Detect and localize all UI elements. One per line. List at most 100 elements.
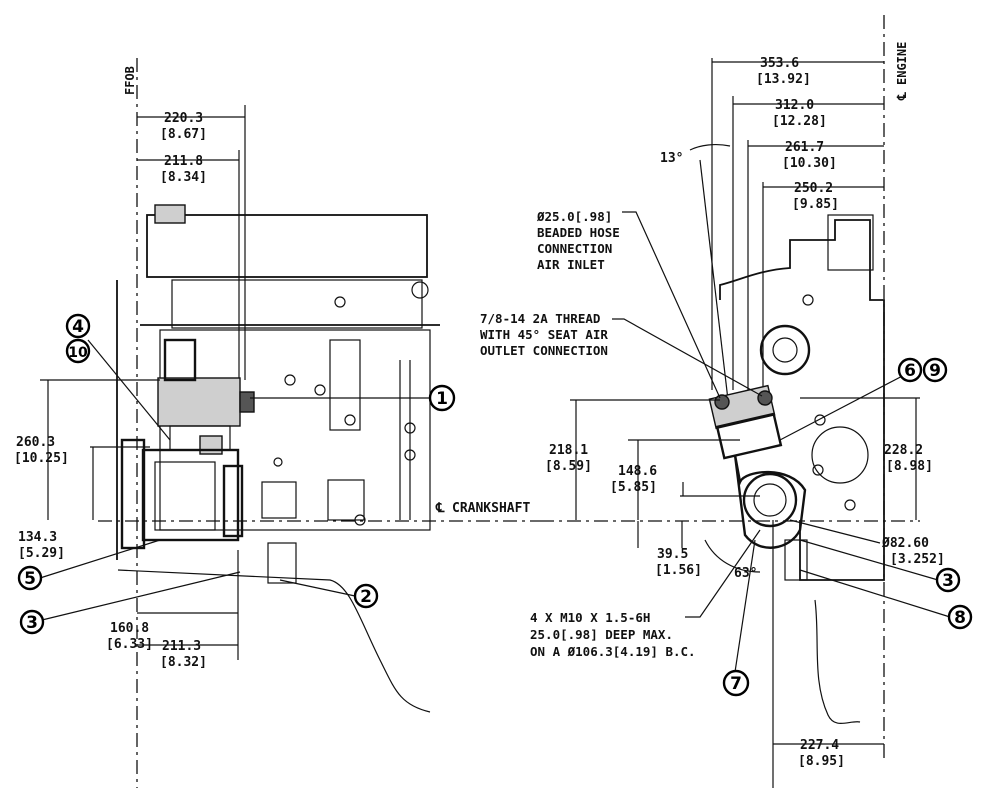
engine-label: ENGINE <box>895 42 909 85</box>
mount-foot <box>784 539 808 581</box>
balloon-5: 5 <box>17 565 43 591</box>
housing-inner <box>154 461 216 531</box>
leader <box>622 211 721 399</box>
crank-pulley <box>742 472 798 528</box>
leader <box>799 569 951 618</box>
svg-text:25.0[.98] DEEP MAX.: 25.0[.98] DEEP MAX. <box>530 627 673 642</box>
leader <box>87 339 171 441</box>
balloon-3: 3 <box>19 609 45 635</box>
svg-text:OUTLET CONNECTION: OUTLET CONNECTION <box>480 343 608 358</box>
flange <box>120 438 146 550</box>
dim-227-4-inch: [8.95] <box>798 754 845 769</box>
dim-353-6: 353.6 <box>760 56 799 71</box>
leader <box>279 579 356 597</box>
balloon-8: 8 <box>947 604 973 630</box>
angle-line <box>699 159 729 401</box>
svg-text:7: 7 <box>730 674 742 694</box>
note-air-inlet: Ø25.0[.98] BEADED HOSE CONNECTION AIR IN… <box>536 209 620 272</box>
breather-cap <box>154 204 186 224</box>
svg-text:2: 2 <box>360 587 372 607</box>
drive-flange <box>222 464 244 538</box>
bolt <box>814 414 826 426</box>
balloon-10: 10 <box>65 338 91 364</box>
valve-cover <box>171 279 423 329</box>
centerline-symbol: ℄ <box>435 501 445 516</box>
engine-block <box>159 329 431 531</box>
dim-228-2-inch: [8.98] <box>886 459 933 474</box>
bolt <box>273 457 283 467</box>
svg-text:7/8-14 2A THREAD: 7/8-14 2A THREAD <box>480 311 600 326</box>
upper-housing <box>827 214 874 271</box>
dim-134-3: 134.3 <box>18 530 57 545</box>
bolt <box>844 499 856 511</box>
fitting <box>199 435 223 455</box>
outlet-port <box>757 390 773 406</box>
svg-text:AIR INLET: AIR INLET <box>537 257 605 272</box>
right-view: ℄ ENGINE 353.6 [13.92] 312.0 [12.28] 261… <box>480 15 973 788</box>
svg-text:4: 4 <box>72 317 84 337</box>
note-mounting: 4 X M10 X 1.5-6H 25.0[.98] DEEP MAX. ON … <box>530 610 696 659</box>
crank-hub <box>753 483 787 517</box>
dim-160-8: 160.8 <box>110 621 149 636</box>
gear-cover <box>811 426 869 484</box>
bolt <box>812 464 824 476</box>
bracket-lower <box>327 479 365 521</box>
dim-218-1: 218.1 <box>549 443 588 458</box>
leader <box>39 539 161 579</box>
balloon-3-right: 3 <box>935 567 961 593</box>
inlet-port <box>714 394 730 410</box>
balloon-2: 2 <box>353 583 379 609</box>
centerline-symbol: ℄ <box>895 92 909 101</box>
oil-pan <box>814 599 861 724</box>
angle-13: 13° <box>660 151 683 166</box>
dim-228-2: 228.2 <box>884 443 923 458</box>
svg-text:WITH 45° SEAT AIR: WITH 45° SEAT AIR <box>480 327 608 342</box>
oil-pan <box>117 569 431 713</box>
compressor-head <box>157 377 241 427</box>
engine-front <box>719 219 885 581</box>
gear-housing <box>141 448 240 542</box>
dim-211-3: 211.3 <box>162 639 201 654</box>
dim-353-6-inch: [13.92] <box>756 72 811 87</box>
leader <box>612 318 763 397</box>
dim-260-3-inch: [10.25] <box>14 451 69 466</box>
bracket <box>329 339 361 431</box>
svg-text:BEADED HOSE: BEADED HOSE <box>537 225 620 240</box>
dim-312-0-inch: [12.28] <box>772 114 827 129</box>
note-air-outlet: 7/8-14 2A THREAD WITH 45° SEAT AIR OUTLE… <box>480 311 608 358</box>
left-view: FFOB 220.3 [8.67] 211.8 [8.34] <box>14 58 540 788</box>
outlet-port <box>239 391 255 413</box>
svg-text:10: 10 <box>68 345 88 361</box>
leader <box>779 371 911 441</box>
balloon-6: 6 <box>897 357 923 383</box>
boss-inner <box>772 337 798 363</box>
leader <box>789 519 881 544</box>
dim-260-3: 260.3 <box>16 435 55 450</box>
dim-220-3: 220.3 <box>164 111 203 126</box>
leader <box>41 571 241 621</box>
balloon-7: 7 <box>722 669 750 697</box>
svg-text:4 X M10 X 1.5-6H: 4 X M10 X 1.5-6H <box>530 610 650 625</box>
balloon-9: 9 <box>922 357 948 383</box>
svg-text:Ø25.0[.98]: Ø25.0[.98] <box>536 209 612 224</box>
balloon-4: 4 <box>65 313 91 339</box>
balloon-1: 1 <box>428 384 456 412</box>
crankshaft-label: CRANKSHAFT <box>452 501 530 516</box>
svg-text:3: 3 <box>942 571 954 591</box>
dim-312-0: 312.0 <box>775 98 814 113</box>
bolt <box>314 384 326 396</box>
svg-text:8: 8 <box>954 608 966 628</box>
svg-text:5: 5 <box>24 569 36 589</box>
svg-text:9: 9 <box>929 361 941 381</box>
bolt <box>404 449 416 461</box>
compressor-body <box>715 412 783 460</box>
dim-227-4: 227.4 <box>800 738 839 753</box>
lower-block <box>267 542 297 584</box>
dim-82-60-inch: [3.252] <box>890 552 945 567</box>
dim-220-3-inch: [8.67] <box>160 127 207 142</box>
svg-text:6: 6 <box>904 361 916 381</box>
boss <box>759 324 811 376</box>
dim-82-60: Ø82.60 <box>881 536 929 551</box>
bolt <box>404 422 416 434</box>
